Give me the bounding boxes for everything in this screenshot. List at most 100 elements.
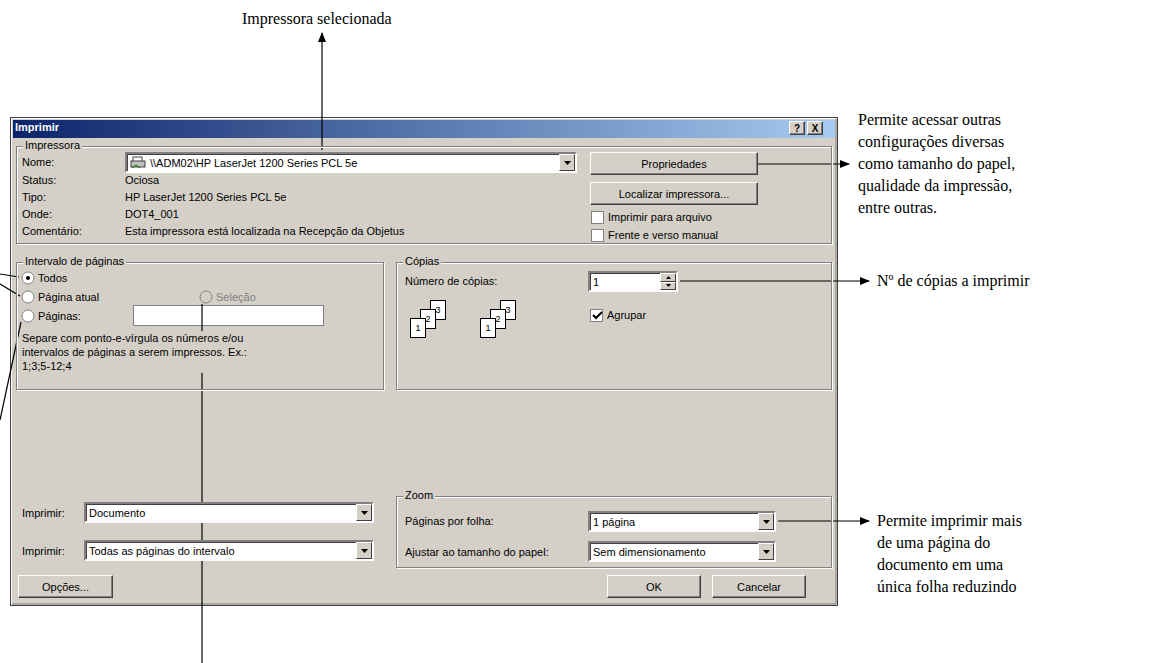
push-button: Propriedades [590,152,758,175]
arrow-glyph [666,284,671,287]
leader-line [0,322,21,420]
field-label: Frente e verso manual [608,229,718,242]
push-button: Cancelar [712,575,806,598]
node-text: Todas as páginas do intervalo [89,545,235,557]
spin-buttons [660,273,676,290]
annotation-text: Nº de cópias a imprimir [877,270,1029,292]
layout-shape [593,312,602,318]
field-label: Todos [38,272,67,285]
field-label: Número de cópias: [405,275,497,288]
arrow-glyph [564,161,571,165]
field-label: Agrupar [607,309,646,322]
node-text: Imprimir [15,121,59,133]
dialog-frame [11,118,838,606]
layout-shape [592,212,604,224]
field-label: Ajustar ao tamanho do papel: [405,546,549,559]
dropdown-button [356,542,372,559]
leader-line [758,163,849,164]
leader-line [0,284,20,296]
node-text: Zoom [403,489,435,501]
combo-box: Documento [84,502,374,523]
leader-line [321,33,322,150]
node-text: X [812,123,819,134]
node-text: OK [646,581,662,593]
dropdown-button [559,154,575,171]
layout-shape [22,310,34,322]
combo-box: Sem dimensionamento [588,541,776,562]
field-label: Páginas: [38,310,81,323]
annotation-text: Permite imprimir mais de uma página do d… [877,510,1029,598]
leader-line [778,520,869,521]
node-text: Cancelar [737,581,781,593]
node-text: 2 [495,314,500,324]
node-text: \\ADM02\HP LaserJet 1200 Series PCL 5e [150,157,357,169]
node-text: ? [794,123,800,134]
node-text: 3 [435,305,440,315]
field-label: Seleção [216,291,256,304]
field-label: Páginas por folha: [405,515,494,528]
field-label: Página atual [38,291,99,304]
checkbox [591,212,604,322]
dropdown-button [758,543,774,560]
close-button: X [807,121,823,135]
field-label: Separe com ponto-e-vírgula os números e/… [22,331,270,373]
text-field [134,306,324,326]
layout-shape [13,120,835,138]
field-label: HP LaserJet 1200 Series PCL 5e [125,191,286,204]
field-label: Esta impressora está localizada na Recep… [125,225,404,238]
spin-box: 1 [588,271,678,292]
arrow-glyph [361,511,368,515]
field-label: Ociosa [125,174,159,187]
field-label: Nome: [22,156,54,169]
field-label: Status: [22,174,56,187]
node-text: Cópias [403,255,441,267]
spin-button [660,282,676,291]
field-label: Imprimir: [22,507,65,520]
push-button: Localizar impressora... [590,182,758,205]
node-text: 1 [485,323,490,333]
dropdown-button [356,504,372,521]
field-label: DOT4_001 [125,208,179,221]
field-label: Onde: [22,208,52,221]
node-text: 1 [415,323,420,333]
push-button: OK [607,575,701,598]
combo-box: Todas as páginas do intervalo [84,540,374,561]
page-icon: 1 [480,318,496,338]
layout-shape [22,272,34,284]
field-label: Imprimir para arquivo [608,211,712,224]
combo-box: 1 página [588,511,776,532]
node-text: 1 página [593,516,635,528]
layout-shape [22,291,34,303]
node-text: 2 [425,314,430,324]
field-label: Tipo: [22,191,46,204]
node-text: 1 [593,276,599,288]
node-text: Documento [89,507,145,519]
printer-combo: \\ADM02\HP LaserJet 1200 Series PCL 5e [125,152,577,173]
spin-button [660,273,676,282]
arrow-glyph [361,549,368,553]
layout-shape [12,119,837,605]
layout-shape [26,276,30,280]
arrow-glyph [666,276,671,279]
node-text: Sem dimensionamento [593,546,706,558]
layout-shape [592,230,604,242]
node-text: Impressora [23,139,82,151]
node-text: Opções... [42,581,89,593]
dropdown-button [758,513,774,530]
node-text: Localizar impressora... [619,188,730,200]
field-label: Comentário: [22,225,82,238]
help-button: ? [789,121,805,135]
arrow-glyph [763,520,770,524]
annotation-text: Permite acessar outras configurações div… [858,109,1028,219]
layout-shape [200,291,212,303]
arrow-glyph [763,550,770,554]
layout-shape [11,118,838,606]
node-text: 3 [505,305,510,315]
layout-shape [12,119,836,604]
annotation-text: Impressora selecionada [242,8,392,30]
printer-icon [130,156,146,170]
node-text: Intervalo de páginas [23,255,126,267]
layout-shape [591,310,603,322]
node-text: Propriedades [641,158,706,170]
